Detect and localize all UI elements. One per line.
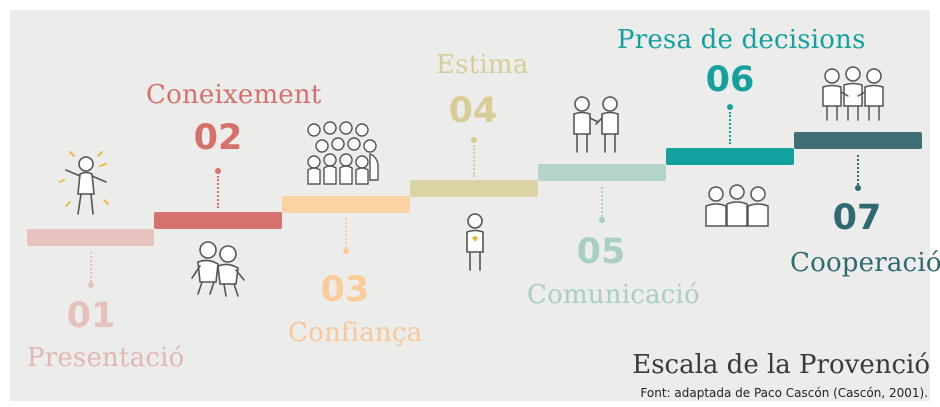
step-label-04: Estima [436, 50, 529, 80]
step-label-01: Presentació [27, 343, 185, 373]
connector-04 [473, 145, 477, 177]
three-people-group-icon [705, 184, 769, 227]
connector-05 [601, 187, 605, 217]
connector-dot-02 [215, 168, 221, 174]
step-bar-04 [410, 180, 538, 197]
step-number-03: 03 [320, 270, 370, 310]
step-label-03: Confiança [288, 318, 423, 348]
step-bar-05 [538, 164, 666, 181]
step-number-04: 04 [448, 91, 498, 131]
connector-dot-07 [855, 185, 861, 191]
connector-02 [217, 176, 221, 208]
step-number-01: 01 [66, 296, 116, 336]
waving-person-icon [59, 151, 109, 215]
connector-06 [729, 112, 733, 144]
step-label-07: Cooperació [790, 248, 940, 278]
step-label-06: Presa de decisions [617, 25, 866, 55]
connector-07 [857, 155, 861, 185]
two-people-hugging-icon [191, 241, 245, 297]
step-number-05: 05 [576, 232, 626, 272]
step-bar-02 [154, 212, 282, 229]
step-bar-07 [794, 132, 922, 149]
step-label-02: Coneixement [146, 80, 322, 110]
three-people-cooperating-icon [822, 66, 884, 121]
connector-dot-05 [599, 217, 605, 223]
person-hands-heart-icon [466, 213, 484, 271]
step-number-02: 02 [193, 118, 243, 158]
connector-03 [345, 218, 349, 248]
step-label-05: Comunicació [527, 280, 700, 310]
connector-dot-01 [88, 282, 94, 288]
background-panel [10, 10, 930, 401]
connector-dot-06 [727, 104, 733, 110]
diagram-title: Escala de la Provenció [632, 350, 930, 380]
connector-dot-04 [471, 137, 477, 143]
connector-01 [90, 252, 94, 282]
step-number-07: 07 [832, 198, 882, 238]
step-bar-03 [282, 196, 410, 213]
step-bar-06 [666, 148, 794, 165]
crowd-icon [307, 121, 379, 185]
source-credit: Font: adaptada de Paco Cascón (Cascón, 2… [640, 386, 928, 400]
step-number-06: 06 [705, 60, 755, 100]
two-people-talking-icon [573, 96, 619, 153]
connector-dot-03 [343, 248, 349, 254]
step-bar-01 [27, 229, 154, 246]
